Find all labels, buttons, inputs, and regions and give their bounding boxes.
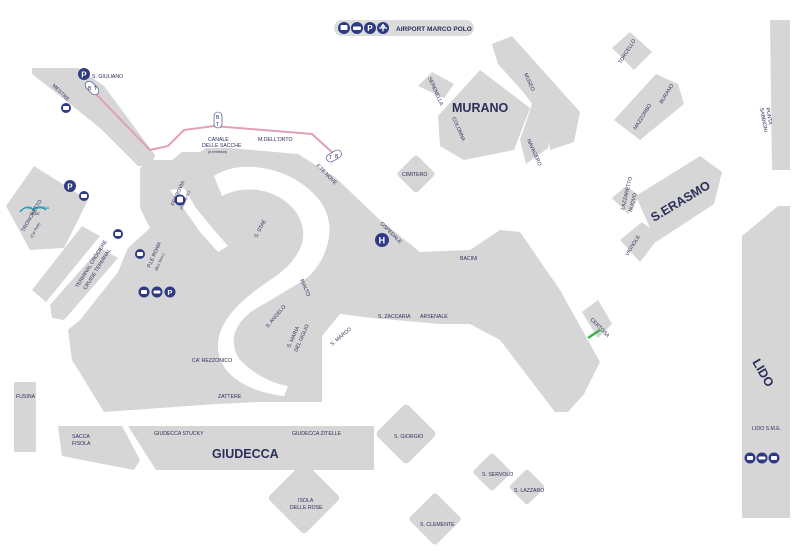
stop-note-tronchetto: (Car Park) xyxy=(29,222,41,238)
tram-stop-sgiuliano: B T xyxy=(84,80,100,96)
svg-text:P: P xyxy=(67,182,73,191)
cruise-terminal-pier xyxy=(50,248,118,320)
ferrovia-canal xyxy=(170,188,228,252)
tram-label-b2: B xyxy=(216,115,220,121)
stop-label-canale-2[interactable]: DELLE SACCHE xyxy=(202,143,242,149)
tronchetto-parking-marker[interactable]: P xyxy=(64,180,76,192)
lazzaretto-island xyxy=(612,186,640,214)
stop-label-lidosme[interactable]: LIDO S.M.E. xyxy=(752,426,781,432)
punta-sabbioni xyxy=(770,20,790,170)
tram-stop-canale: B T xyxy=(213,111,223,129)
parking-icon xyxy=(164,286,176,298)
serasmo-island xyxy=(636,156,722,242)
parking-icon xyxy=(64,180,76,192)
ospedale-marker[interactable]: H xyxy=(375,233,389,247)
stop-label-sservolo[interactable]: S. SERVOLO xyxy=(482,472,513,478)
stop-label-bacini[interactable]: BACINI xyxy=(460,256,477,262)
cimitero-island xyxy=(397,155,435,193)
hospital-icon xyxy=(375,233,389,247)
tram-label-t3: T xyxy=(329,155,332,161)
parking-icon xyxy=(78,68,90,80)
stop-label-gstucky[interactable]: GIUDECCA STUCKY xyxy=(154,431,204,437)
sgiuliano-parking-marker[interactable]: P xyxy=(78,68,90,80)
svg-text:P: P xyxy=(81,70,87,79)
lido-island xyxy=(742,206,790,518)
stop-label-fusina[interactable]: FUSINA xyxy=(16,394,36,400)
stop-label-canale[interactable]: CANALE xyxy=(208,137,229,143)
stop-label-mdellorto[interactable]: M.DELL'ORTO xyxy=(258,137,293,143)
stop-label-gzitelle[interactable]: GIUDECCA ZITELLE xyxy=(292,431,342,437)
stop-label-isola[interactable]: ISOLA xyxy=(298,498,314,504)
stop-label-punta[interactable]: PUNTA xyxy=(764,107,773,126)
svg-text:H: H xyxy=(379,236,386,246)
svg-text:P: P xyxy=(167,288,172,297)
murano-east xyxy=(500,56,552,164)
mestre-road xyxy=(32,68,155,166)
stop-label-sabbioni[interactable]: SABBIONI xyxy=(758,107,768,132)
canal-grande xyxy=(214,166,330,396)
tram-label-b3: B xyxy=(335,154,339,160)
ferrovia-train-marker[interactable] xyxy=(174,194,186,206)
alilaguna-sede: SEDE xyxy=(30,212,40,216)
airport-label: AIRPORT MARCO POLO xyxy=(396,26,472,33)
parking-icon xyxy=(364,22,376,34)
stop-label-carezzonico[interactable]: CA' REZZONICO xyxy=(192,358,232,364)
tronchetto-island xyxy=(6,166,88,250)
tram-line xyxy=(91,89,335,155)
stop-label-sclemente[interactable]: S. CLEMENTE xyxy=(420,522,455,528)
tram-stop-ftenove: T B xyxy=(326,149,342,163)
stop-label-arsenale[interactable]: ARSENALE xyxy=(420,314,448,320)
murano-island xyxy=(438,70,530,160)
alilaguna-logo: ALILAGUNA SEDE xyxy=(19,206,50,216)
burano-island xyxy=(614,74,684,140)
giudecca-island xyxy=(58,426,140,470)
stop-note-proma: (Bus Term.) xyxy=(154,253,165,272)
torcello-island xyxy=(612,32,652,70)
stop-label-smarco[interactable]: S. MARCO xyxy=(329,326,353,347)
isola-delle-rose xyxy=(268,462,340,534)
stop-label-cimitero[interactable]: CIMITERO xyxy=(402,172,427,178)
stop-label-nuovo[interactable]: NUOVO xyxy=(628,193,638,213)
serenella-island xyxy=(418,72,454,98)
stop-label-slazzaro[interactable]: S. LAZZARO xyxy=(514,488,544,494)
stop-note-canale: (a richiesta) xyxy=(208,150,227,154)
airport-marker[interactable]: P AIRPORT MARCO POLO xyxy=(334,20,474,36)
stop-label-zattere[interactable]: ZATTERE xyxy=(218,394,242,400)
s-lazzaro-island xyxy=(509,469,545,505)
giudecca-main xyxy=(128,426,374,470)
stop-label-fisola[interactable]: FISOLA xyxy=(72,441,91,447)
stop-label-sgiuliano[interactable]: S. GIULIANO xyxy=(92,74,123,80)
certosa-green-mark xyxy=(587,328,601,340)
s-clemente-island xyxy=(409,493,461,545)
murano-label: MURANO xyxy=(452,101,509,115)
mestre-bus-marker[interactable] xyxy=(61,103,71,113)
alilaguna-text: ALILAGUNA xyxy=(28,206,50,210)
fusina-land xyxy=(14,382,36,452)
stop-label-sacca[interactable]: SACCA xyxy=(72,434,90,440)
svg-text:P: P xyxy=(367,24,373,33)
stop-label-sgiorgio[interactable]: S. GIORGIO xyxy=(394,434,423,440)
lido-services-marker[interactable] xyxy=(744,452,780,464)
venezia-centro xyxy=(68,148,600,412)
tram-label-b1: B xyxy=(88,86,92,92)
tram-label-t1: T xyxy=(94,86,97,92)
proma-services-marker[interactable]: P xyxy=(138,286,176,298)
s-servolo-island xyxy=(473,453,511,491)
s-giorgio-island xyxy=(376,404,436,464)
stop-note-ferrovia: (Railway St.) xyxy=(179,190,191,210)
proma-bus-marker[interactable] xyxy=(135,249,145,259)
tram-label-t2: T xyxy=(216,122,219,128)
stop-label-szaccaria[interactable]: S. ZACCARIA xyxy=(378,314,411,320)
certosa-island xyxy=(582,300,612,338)
vignole-island xyxy=(620,222,660,262)
cruise-terminal xyxy=(32,226,100,302)
tronchetto-bus-marker[interactable] xyxy=(79,191,89,201)
stop-label-delle-rose[interactable]: DELLE ROSE xyxy=(290,505,323,511)
giudecca-label: GIUDECCA xyxy=(212,447,279,461)
cruise-bus-marker[interactable] xyxy=(113,229,123,239)
